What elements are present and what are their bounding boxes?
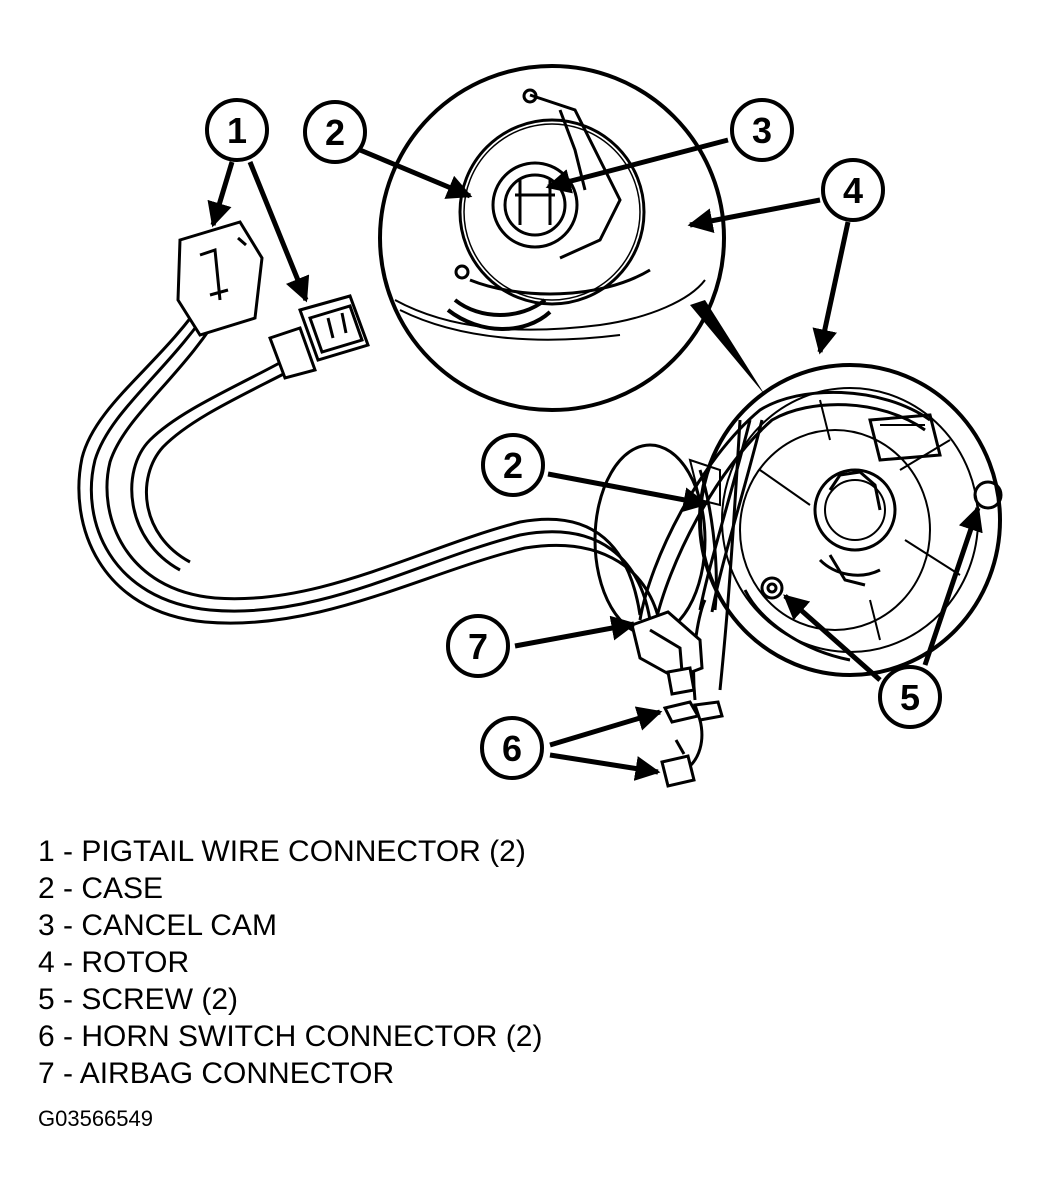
legend-item: 5 - SCREW (2) xyxy=(38,983,239,1016)
detail-inset xyxy=(378,64,726,412)
svg-text:1: 1 xyxy=(227,110,247,151)
callout-6: 6 xyxy=(480,716,544,780)
callout-7: 7 xyxy=(446,614,510,678)
leader-lines xyxy=(207,137,983,781)
rotor xyxy=(759,399,961,641)
svg-text:4: 4 xyxy=(843,170,863,211)
figure-code: G03566549 xyxy=(38,1106,153,1131)
clockspring-housing xyxy=(593,363,1002,677)
svg-text:3: 3 xyxy=(752,110,772,151)
legend-item: 4 - ROTOR xyxy=(38,946,190,979)
parts-legend: 1 - PIGTAIL WIRE CONNECTOR (2) 2 - CASE … xyxy=(38,833,542,1092)
legend-item: 2 - CASE xyxy=(38,872,164,905)
clockspring-diagram: 1 2 3 4 2 7 6 5 xyxy=(77,64,1003,788)
callout-2-main: 2 xyxy=(481,433,545,497)
callout-5: 5 xyxy=(878,665,942,729)
callout-4: 4 xyxy=(821,158,885,222)
airbag-connector xyxy=(630,610,704,696)
callout-1: 1 xyxy=(205,98,269,162)
legend-item: 3 - CANCEL CAM xyxy=(38,909,277,942)
svg-text:6: 6 xyxy=(502,728,522,769)
svg-text:5: 5 xyxy=(900,677,920,718)
callout-2-inset: 2 xyxy=(303,100,367,164)
svg-text:2: 2 xyxy=(325,112,345,153)
wire-harness xyxy=(77,297,931,772)
horn-switch-connector xyxy=(660,700,724,788)
svg-text:7: 7 xyxy=(468,626,488,667)
legend-item: 1 - PIGTAIL WIRE CONNECTOR (2) xyxy=(38,835,526,868)
legend-item: 6 - HORN SWITCH CONNECTOR (2) xyxy=(38,1020,543,1053)
screw xyxy=(760,480,1003,600)
svg-text:2: 2 xyxy=(503,445,523,486)
inset-pointer xyxy=(690,300,765,395)
callout-3: 3 xyxy=(730,98,794,162)
legend-item: 7 - AIRBAG CONNECTOR xyxy=(38,1057,395,1090)
pigtail-connector xyxy=(176,220,370,380)
